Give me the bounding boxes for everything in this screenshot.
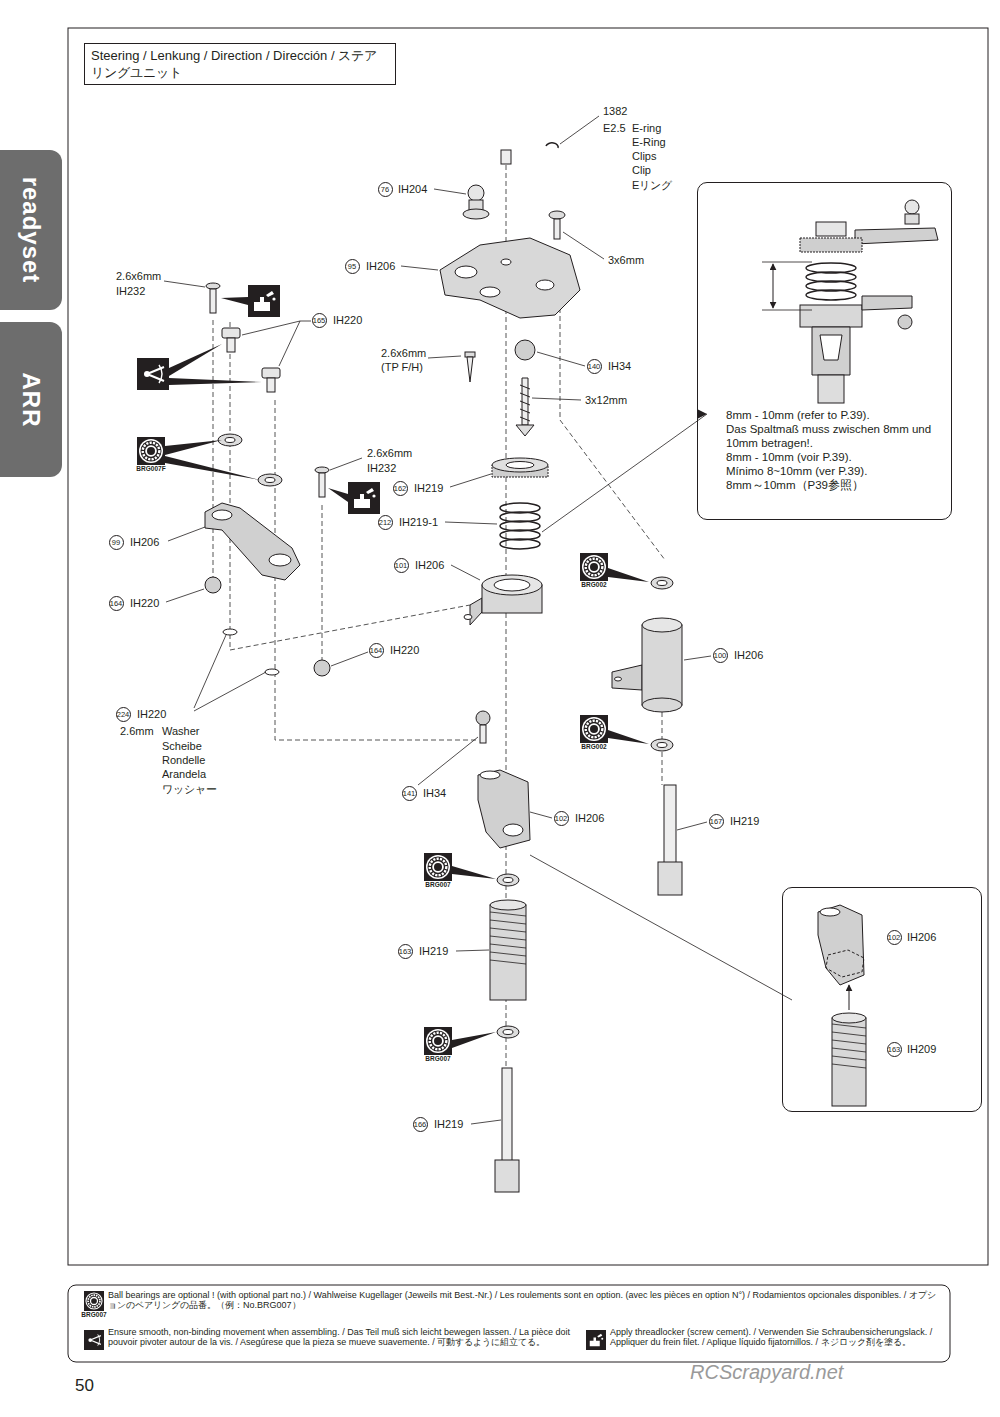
part-label: IH206 [734,648,763,662]
callout-number: 162 [393,481,408,496]
callout-number: 141 [402,786,417,801]
part-label: Clips [632,149,656,163]
part-label: 2.6mm [120,724,154,738]
note-text: 8mm - 10mm (refer to P.39). [726,408,941,422]
callout-number: 167 [709,814,724,829]
part-label: IH206 [366,259,395,273]
part-label: E-Ring [632,135,666,149]
callout-number: 163 [887,1042,902,1057]
callout-number: 163 [398,944,413,959]
part-label: 2.6x6mm [116,269,161,283]
bearing-code: BRG007F [136,465,165,473]
legend-text: Ensure smooth, non-binding movement when… [108,1327,573,1348]
part-label: IH206 [415,558,444,572]
part-label: IH206 [575,811,604,825]
page-number: 50 [75,1376,94,1396]
callout-box: 8mm - 10mm (refer to P.39).Das Spaltmaß … [697,182,952,520]
part-label: Clip [632,163,651,177]
part-label: IH219-1 [399,515,438,529]
note-text: 8mm - 10mm (voir P.39). [726,450,941,464]
bearing-code: BRG007 [425,1055,450,1063]
part-number: IH206 [907,930,936,944]
callout-number: 99 [109,535,124,550]
part-label: IH220 [390,643,419,657]
part-label: (TP F/H) [381,360,423,374]
part-label: IH220 [333,313,362,327]
part-label: IH232 [367,461,396,475]
callout-number: 100 [713,648,728,663]
callout-number: 166 [413,1117,428,1132]
inset-box: 102 IH206 163 IH209 [782,887,982,1112]
note-text: Mínimo 8~10mm (ver P.39). [726,464,941,478]
part-label: IH34 [608,359,631,373]
part-label: 2.6x6mm [367,446,412,460]
part-label: 3x6mm [608,253,644,267]
tab-label: readyset [17,177,45,284]
callout-number: 164 [369,643,384,658]
bearing-code: BRG002 [581,581,606,589]
callout-number: 101 [394,558,409,573]
callout-number: 102 [887,930,902,945]
part-label: Scheibe [162,739,202,753]
part-label: 2.6x6mm [381,346,426,360]
callout-number: 95 [345,259,360,274]
legend-text: Apply threadlocker (screw cement). / Ver… [610,1327,945,1348]
callout-number: 165 [312,313,327,328]
callout-number: 224 [116,707,131,722]
part-label: ワッシャー [162,782,217,796]
note-text: 8mm～10mm（P39参照） [726,478,941,492]
part-label: Arandela [162,767,206,781]
part-label: IH219 [730,814,759,828]
part-label: IH206 [130,535,159,549]
bearing-code: BRG002 [581,743,606,751]
title-text: Steering / Lenkung / Direction / Direcci… [91,47,389,81]
callout-number: 76 [378,182,393,197]
side-tab: ARR [0,322,62,477]
part-label: IH219 [419,944,448,958]
bearing-code: BRG007 [425,881,450,889]
part-label: IH219 [414,481,443,495]
part-label: IH219 [434,1117,463,1131]
watermark: RCScrapyard.net [690,1360,843,1384]
title-box: Steering / Lenkung / Direction / Direcci… [84,43,396,85]
bearing-code: BRG007 [81,1311,106,1319]
part-label: IH204 [398,182,427,196]
part-label: E-ring [632,121,661,135]
legend-text: Ball bearings are optional ! (with optio… [108,1290,943,1311]
callout-number: 212 [378,515,393,530]
callout-number: 102 [554,811,569,826]
tab-label: ARR [17,372,45,427]
note-text: Das Spaltmaß muss zwischen 8mm und 10mm … [726,422,941,450]
part-label: E2.5 [603,121,626,135]
part-label: IH232 [116,284,145,298]
part-label: Eリング [632,178,672,192]
callout-number: 140 [587,359,602,374]
part-label: IH220 [130,596,159,610]
part-label: IH34 [423,786,446,800]
side-tab: readyset [0,150,62,310]
part-label: 1382 [603,104,627,118]
part-label: 3x12mm [585,393,627,407]
part-label: Washer [162,724,200,738]
part-number: IH209 [907,1042,936,1056]
callout-number: 164 [109,596,124,611]
part-label: IH220 [137,707,166,721]
part-label: Rondelle [162,753,205,767]
